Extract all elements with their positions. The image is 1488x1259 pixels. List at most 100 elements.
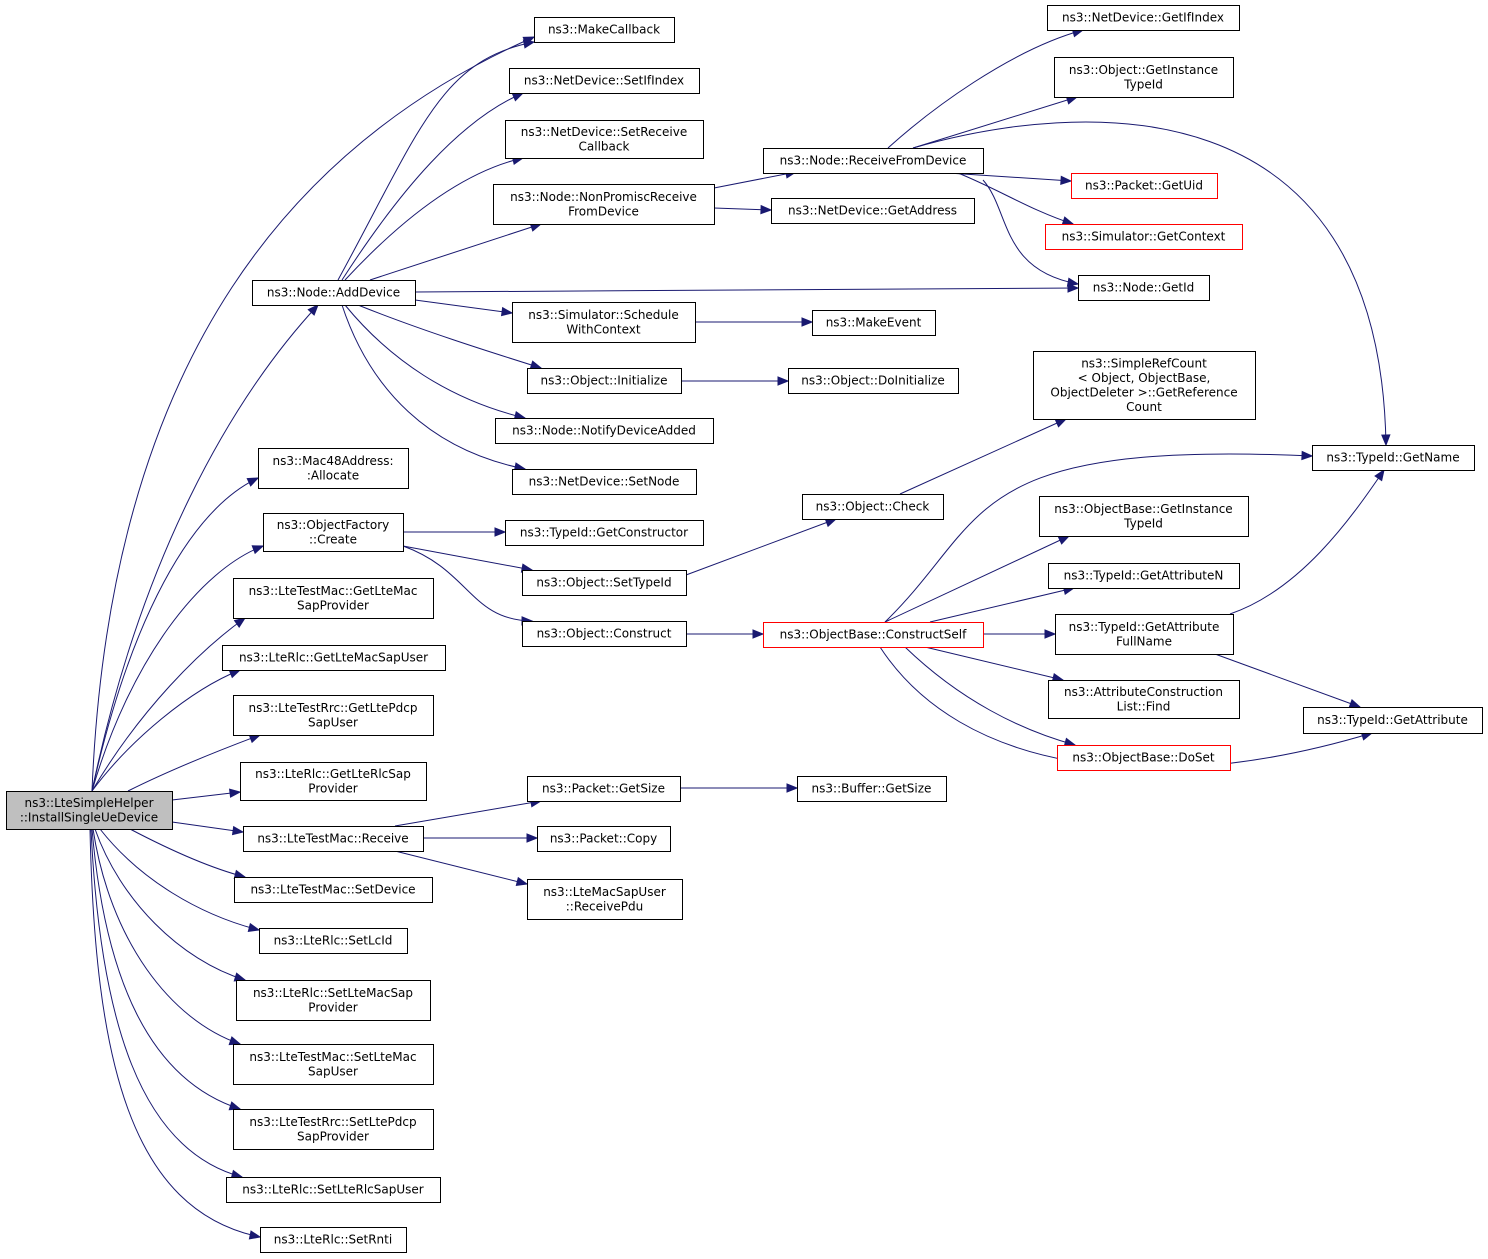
- node-label: Provider: [308, 1000, 357, 1014]
- node-objbasedoset[interactable]: ns3::ObjectBase::DoSet: [1057, 745, 1231, 771]
- edge-root-to-lterlcgetrlcsap: [171, 788, 242, 801]
- node-simplerefcount[interactable]: ns3::SimpleRefCount< Object, ObjectBase,…: [1033, 351, 1256, 420]
- node-getconstructor[interactable]: ns3::TypeId::GetConstructor: [505, 520, 704, 546]
- node-lterlcgetmacsapuser[interactable]: ns3::LteRlc::GetLteMacSapUser: [222, 645, 446, 671]
- node-bufgetsize[interactable]: ns3::Buffer::GetSize: [797, 776, 947, 802]
- node-lterlcsetrlcsapuser[interactable]: ns3::LteRlc::SetLteRlcSapUser: [226, 1177, 441, 1203]
- arrowhead: [529, 360, 543, 370]
- node-settypeid[interactable]: ns3::Object::SetTypeId: [522, 570, 687, 596]
- node-label: ns3::Node::NonPromiscReceive: [510, 190, 697, 204]
- edge-ltetestmacrecv-to-pktcopy: [423, 833, 539, 843]
- edge-settypeid-to-objcheck: [685, 518, 838, 576]
- node-label: ns3::LteRlc::GetLteRlcSap: [255, 767, 411, 781]
- node-makecb[interactable]: ns3::MakeCallback: [534, 17, 675, 43]
- node-pktcopy[interactable]: ns3::Packet::Copy: [537, 826, 671, 852]
- node-getifindex[interactable]: ns3::NetDevice::GetIfIndex: [1047, 5, 1240, 31]
- node-adddevice[interactable]: ns3::Node::AddDevice: [252, 280, 416, 306]
- node-label: ns3::LteRlc::SetLteMacSap: [253, 986, 413, 1000]
- node-constructself[interactable]: ns3::ObjectBase::ConstructSelf: [763, 622, 984, 648]
- edge-root-to-ltetestmacgetsap: [91, 617, 247, 792]
- node-label: ns3::Object::SetTypeId: [536, 576, 671, 590]
- node-objdoinit[interactable]: ns3::Object::DoInitialize: [788, 368, 959, 394]
- node-getattribute[interactable]: ns3::TypeId::GetAttribute: [1303, 707, 1483, 734]
- node-pktgetsize[interactable]: ns3::Packet::GetSize: [527, 776, 681, 802]
- node-objfactcreate[interactable]: ns3::ObjectFactory::Create: [263, 513, 404, 552]
- node-label: ns3::ObjectFactory: [277, 518, 390, 532]
- edge-adddevice-to-setnode: [341, 304, 527, 472]
- node-objconstruct[interactable]: ns3::Object::Construct: [522, 621, 687, 647]
- node-typeidgetname[interactable]: ns3::TypeId::GetName: [1312, 445, 1475, 471]
- node-label: Count: [1126, 400, 1162, 414]
- node-label: ns3::TypeId::GetName: [1326, 451, 1459, 465]
- node-label: SapProvider: [297, 1129, 369, 1143]
- node-recvfromdev[interactable]: ns3::Node::ReceiveFromDevice: [763, 148, 984, 174]
- edge-root-to-lterlcsetrnti: [89, 828, 262, 1240]
- edge-recvfromdev-to-simgetctx: [957, 172, 1075, 226]
- node-objinit[interactable]: ns3::Object::Initialize: [527, 368, 682, 394]
- node-setifindex[interactable]: ns3::NetDevice::SetIfIndex: [509, 68, 700, 94]
- arrowhead: [233, 972, 247, 982]
- arrowhead: [229, 788, 242, 798]
- arrowhead: [801, 317, 814, 327]
- node-ltetestmacsetdev[interactable]: ns3::LteTestMac::SetDevice: [234, 877, 433, 903]
- edge-objfactcreate-to-settypeid: [402, 545, 534, 573]
- node-label: ns3::Object::Initialize: [541, 374, 668, 388]
- node-mac48alloc[interactable]: ns3::Mac48Address::Allocate: [258, 448, 409, 489]
- node-getaddress[interactable]: ns3::NetDevice::GetAddress: [771, 198, 975, 224]
- node-pktgetuid[interactable]: ns3::Packet::GetUid: [1071, 173, 1218, 199]
- node-makeevent[interactable]: ns3::MakeEvent: [812, 310, 936, 336]
- node-setnode[interactable]: ns3::NetDevice::SetNode: [512, 469, 697, 495]
- arrowhead: [511, 92, 525, 102]
- node-label: ns3::Simulator::Schedule: [528, 308, 679, 322]
- node-label: TypeId: [1123, 516, 1163, 530]
- node-lterlcsetlcid[interactable]: ns3::LteRlc::SetLcId: [259, 928, 408, 954]
- edge-ltetestmacrecv-to-ltemacsapuserrecv: [394, 850, 529, 887]
- edge-objcheck-to-simplerefcount: [899, 418, 1068, 495]
- arrowhead: [1381, 434, 1391, 447]
- node-label: ns3::MakeCallback: [548, 23, 660, 37]
- node-getattrn[interactable]: ns3::TypeId::GetAttributeN: [1048, 563, 1240, 589]
- node-objcheck[interactable]: ns3::Object::Check: [802, 494, 944, 520]
- node-lterlcsetrnti[interactable]: ns3::LteRlc::SetRnti: [260, 1227, 407, 1253]
- arrowhead: [231, 825, 245, 836]
- edge-schedwctx-to-makeevent: [695, 317, 814, 327]
- arrowhead: [251, 545, 265, 555]
- node-root[interactable]: ns3::LteSimpleHelper::InstallSingleUeDev…: [6, 791, 173, 830]
- edge-objinit-to-objdoinit: [681, 376, 790, 386]
- node-label: ns3::LteTestRrc::GetLtePdcp: [249, 701, 418, 715]
- node-label: :Allocate: [307, 468, 359, 482]
- node-label: ns3::NetDevice::GetAddress: [788, 204, 957, 218]
- node-simgetctx[interactable]: ns3::Simulator::GetContext: [1045, 224, 1243, 250]
- node-label: ns3::LteTestMac::Receive: [257, 832, 408, 846]
- node-ltetestmacrecv[interactable]: ns3::LteTestMac::Receive: [243, 826, 424, 852]
- node-label: List::Find: [1117, 699, 1171, 713]
- node-label: ns3::TypeId::GetAttribute: [1069, 620, 1220, 634]
- arrowhead: [526, 833, 539, 843]
- edge-recvfromdev-to-nodegetid: [982, 179, 1080, 287]
- node-nodegetid[interactable]: ns3::Node::GetId: [1078, 275, 1210, 301]
- node-label: WithContext: [566, 322, 641, 336]
- arrowhead: [248, 1230, 262, 1240]
- node-label: ns3::TypeId::GetAttribute: [1317, 713, 1468, 727]
- arrowhead: [760, 204, 773, 215]
- edge-constructself-to-attrconstrfind: [924, 646, 1065, 683]
- arrowhead: [786, 783, 799, 793]
- edge-root-to-lterlcsetmacsap: [94, 828, 247, 982]
- node-ltemacsapuserrecv[interactable]: ns3::LteMacSapUser::ReceivePdu: [527, 879, 683, 920]
- node-label: ns3::Object::Construct: [537, 627, 672, 641]
- node-notifyadded[interactable]: ns3::Node::NotifyDeviceAdded: [495, 418, 714, 444]
